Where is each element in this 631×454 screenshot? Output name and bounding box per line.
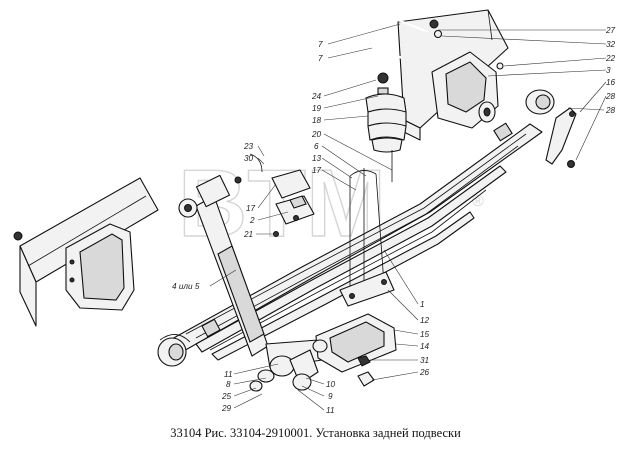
label-26: 26 [419, 368, 430, 377]
label-17-b: 17 [246, 204, 256, 213]
label-32: 32 [606, 40, 616, 49]
label-1: 1 [420, 300, 425, 309]
label-28-a: 28 [605, 92, 616, 101]
label-30: 30 [244, 154, 254, 163]
leader-lines [209, 23, 607, 411]
label-9: 9 [328, 392, 333, 401]
label-21: 21 [243, 230, 253, 239]
bump-stop [365, 72, 407, 182]
label-11-a: 11 [224, 370, 233, 379]
rear-spring-bracket [431, 51, 499, 129]
nuts-lower [357, 355, 375, 387]
label-11-b: 11 [326, 406, 335, 415]
rear-shackle [525, 89, 577, 168]
bracket-bolts [369, 18, 504, 70]
suspension-diagram: BTM ® [13, 9, 616, 415]
label-14: 14 [420, 342, 430, 351]
label-6: 6 [314, 142, 319, 151]
label-2: 2 [249, 216, 255, 225]
label-18: 18 [312, 116, 322, 125]
label-24: 24 [311, 92, 322, 101]
label-31: 31 [420, 356, 429, 365]
axle-pad [289, 313, 397, 391]
label-29: 29 [221, 404, 232, 413]
spring-pad-group [249, 153, 315, 237]
label-15: 15 [420, 330, 430, 339]
label-13: 13 [312, 154, 322, 163]
label-19: 19 [312, 104, 322, 113]
label-28-b: 28 [605, 106, 616, 115]
label-3: 3 [606, 66, 611, 75]
leaf-spring [169, 122, 543, 361]
frame-rail-left [19, 177, 159, 327]
label-7-a: 7 [318, 40, 323, 49]
label-8: 8 [226, 380, 231, 389]
label-22: 22 [605, 54, 616, 63]
label-20: 20 [311, 130, 322, 139]
label-10: 10 [326, 380, 336, 389]
callout-labels: 27 32 22 3 16 28 28 7 7 24 19 18 20 6 13… [172, 26, 616, 415]
label-7-b: 7 [318, 54, 323, 63]
watermark-registered: ® [472, 193, 484, 210]
label-4-or-5: 4 или 5 [172, 282, 200, 291]
label-17-a: 17 [312, 166, 322, 175]
front-eye-bushing [157, 334, 191, 367]
label-25: 25 [221, 392, 232, 401]
u-bolts [339, 168, 395, 307]
label-12: 12 [420, 316, 430, 325]
label-16: 16 [606, 78, 616, 87]
label-23: 23 [243, 142, 254, 151]
figure-caption: 33104 Рис. 33104-2910001. Установка задн… [170, 426, 461, 440]
shock-absorber [178, 174, 323, 392]
front-spring-bracket [13, 223, 167, 323]
label-27: 27 [605, 26, 616, 35]
